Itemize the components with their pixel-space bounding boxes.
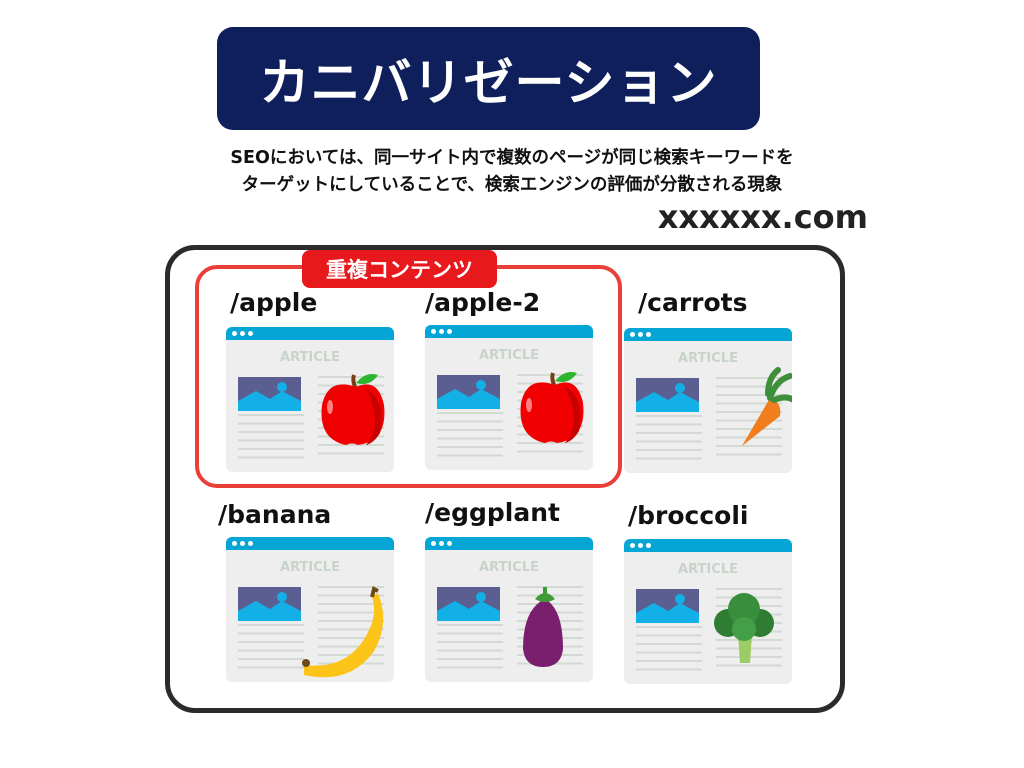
article-heading: ARTICLE xyxy=(678,351,738,366)
article-page-card: ARTICLE xyxy=(425,537,593,682)
site-domain: xxxxxx.com xyxy=(657,198,868,236)
article-illustration xyxy=(636,588,782,671)
article-page-card: ARTICLE xyxy=(624,328,792,473)
browser-bar xyxy=(624,539,792,552)
image-placeholder-icon xyxy=(437,375,500,409)
image-placeholder-icon xyxy=(437,587,500,621)
page-slug: /eggplant xyxy=(425,498,560,527)
title-banner: カニバリゼーション xyxy=(217,27,760,130)
image-placeholder-icon xyxy=(238,587,301,621)
browser-bar xyxy=(624,328,792,341)
site-frame xyxy=(165,245,845,713)
page-slug: /apple xyxy=(230,288,318,317)
page-slug: /banana xyxy=(218,500,332,529)
image-placeholder-icon xyxy=(636,378,699,412)
image-placeholder-icon xyxy=(238,377,301,411)
article-page-card: ARTICLE xyxy=(226,327,394,472)
eggplant-icon xyxy=(523,587,563,667)
page-title: カニバリゼーション xyxy=(259,53,718,112)
browser-bar xyxy=(226,327,394,340)
browser-bar xyxy=(226,537,394,550)
apple-icon xyxy=(520,372,584,443)
broccoli-icon xyxy=(714,593,774,663)
article-page-card: ARTICLE xyxy=(624,539,792,684)
article-heading: ARTICLE xyxy=(479,348,539,363)
description-line: ターゲットにしていることで、検索エンジンの評価が分散される現象 xyxy=(241,175,783,195)
article-illustration xyxy=(238,374,385,459)
browser-bar xyxy=(425,325,593,338)
page-slug: /apple-2 xyxy=(425,288,541,317)
description: SEOにおいては、同一サイト内で複数のページが同じ検索キーワードを ターゲットに… xyxy=(150,145,874,199)
carrot-icon xyxy=(742,367,792,446)
article-heading: ARTICLE xyxy=(280,560,340,575)
apple-icon xyxy=(321,374,385,445)
duplicate-content-label: 重複コンテンツ xyxy=(302,250,497,288)
article-page-card: ARTICLE xyxy=(226,537,394,682)
image-placeholder-icon xyxy=(636,589,699,623)
page-slug: /carrots xyxy=(638,288,748,317)
article-illustration xyxy=(437,372,584,457)
description-line: SEOにおいては、同一サイト内で複数のページが同じ検索キーワードを xyxy=(230,148,794,168)
banana-icon xyxy=(302,586,384,678)
article-illustration xyxy=(238,586,384,678)
article-illustration xyxy=(437,586,583,669)
article-illustration xyxy=(636,367,792,460)
article-heading: ARTICLE xyxy=(479,560,539,575)
page-slug: /broccoli xyxy=(628,501,749,530)
article-heading: ARTICLE xyxy=(280,350,340,365)
article-page-card: ARTICLE xyxy=(425,325,593,470)
article-heading: ARTICLE xyxy=(678,562,738,577)
browser-bar xyxy=(425,537,593,550)
